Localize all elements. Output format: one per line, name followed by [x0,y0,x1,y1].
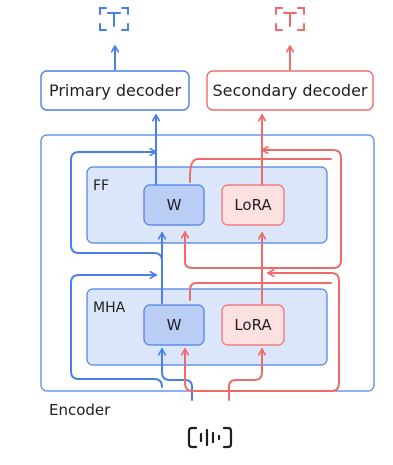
audio-waveform-icon [187,426,233,449]
primary-decoder-label: Primary decoder [48,81,182,100]
mha-weight-box [143,304,205,346]
encoder-label: Encoder [49,401,111,419]
secondary-decoder-box [206,70,374,111]
mha-lora-box [221,304,285,346]
ff-weight-label: W [166,196,182,214]
primary-output-icon [99,7,129,31]
secondary-path [180,114,342,401]
mha-lora-label: LoRA [234,316,272,334]
mha-weight-label: W [166,316,182,334]
secondary-decoder-label: Secondary decoder [212,81,368,100]
ff-label: FF [93,178,110,194]
ff-lora-box [221,184,285,226]
mha-label: MHA [93,300,126,316]
ff-lora-label: LoRA [234,196,272,214]
ff-block [86,166,328,244]
primary-path [70,114,193,401]
secondary-output-icon [275,7,305,31]
primary-decoder-box [40,70,190,111]
ff-weight-box [143,184,205,226]
